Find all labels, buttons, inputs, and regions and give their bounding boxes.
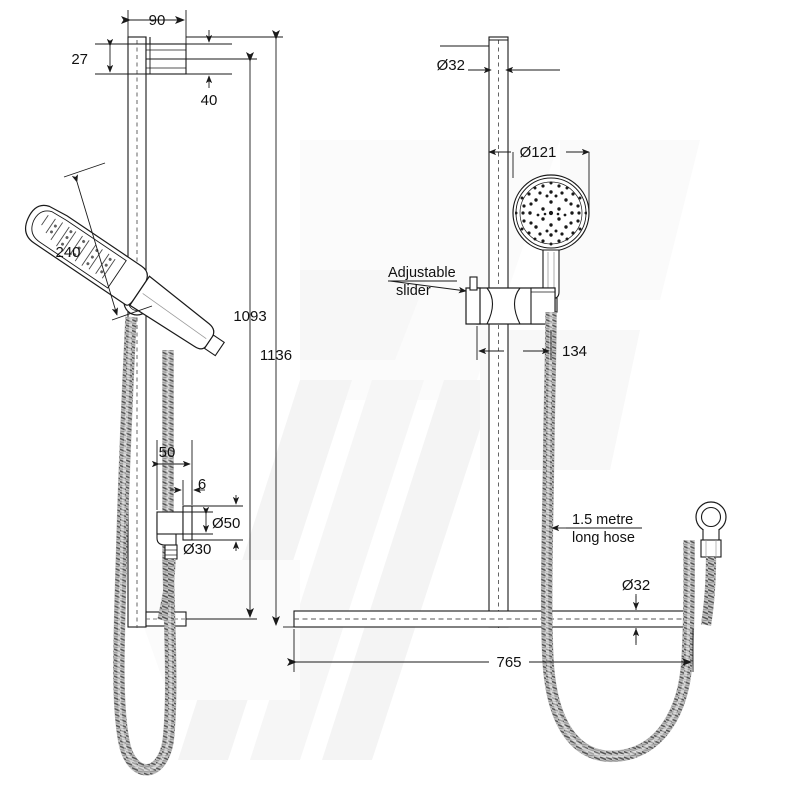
dim-elbow-offset: 50 bbox=[159, 444, 176, 461]
dim-outlet-diameter: Ø30 bbox=[183, 541, 211, 558]
dimension-text-group: 90 27 40 240 1093 1136 50 6 Ø50 Ø30 Ø32 … bbox=[55, 12, 650, 671]
callout-adjustable-slider: Adjustable slider bbox=[388, 265, 456, 299]
spray-nozzle-pattern bbox=[515, 181, 587, 246]
dim-top-bracket-width: 90 bbox=[149, 12, 166, 29]
dim-rail-diameter-top: Ø32 bbox=[437, 57, 465, 74]
dim-rail-diameter-bottom: Ø32 bbox=[622, 577, 650, 594]
hose-end-fitting bbox=[695, 501, 727, 558]
elbow-hose-tail bbox=[157, 558, 176, 621]
dimension-lines bbox=[63, 10, 694, 672]
callout-adjustable-slider-line2: slider bbox=[396, 283, 431, 299]
dim-rail-lower: 1136 bbox=[260, 347, 292, 364]
dim-flange-thickness: 6 bbox=[198, 476, 206, 493]
callout-long-hose-line2: long hose bbox=[572, 530, 635, 546]
wall-elbow-connector bbox=[156, 505, 193, 560]
dim-top-bracket-height: 27 bbox=[71, 51, 88, 68]
right-rail-front bbox=[488, 36, 509, 628]
callout-adjustable-slider-line1: Adjustable bbox=[388, 265, 456, 281]
dim-bottom-width: 765 bbox=[496, 654, 521, 671]
callout-long-hose: 1.5 metre long hose bbox=[572, 512, 635, 546]
dim-head-diameter: Ø121 bbox=[520, 144, 557, 161]
background-watermark bbox=[120, 140, 700, 760]
dim-flange-diameter: Ø50 bbox=[212, 515, 240, 532]
callout-long-hose-line1: 1.5 metre bbox=[572, 512, 633, 528]
dim-top-bracket-offset: 40 bbox=[201, 92, 218, 109]
hose-end-tail bbox=[700, 556, 717, 626]
dim-rail-upper: 1093 bbox=[233, 308, 266, 325]
dim-slider-width: 134 bbox=[562, 343, 587, 360]
bottom-horizontal-rail bbox=[293, 610, 694, 628]
dim-handheld-length: 240 bbox=[55, 244, 80, 261]
left-hose bbox=[113, 316, 177, 776]
adjustable-slider-body bbox=[465, 276, 556, 325]
